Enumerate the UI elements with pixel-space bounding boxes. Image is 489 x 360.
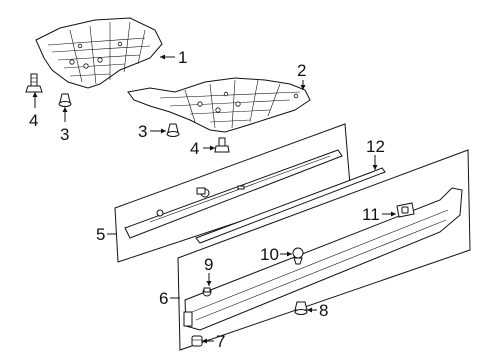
callout-3-right: 3: [138, 122, 147, 141]
front-under-cover: [35, 17, 163, 89]
callout-8: 8: [319, 301, 328, 320]
clip-9: [202, 287, 212, 297]
callout-1: 1: [178, 48, 187, 67]
callout-6: 6: [159, 289, 168, 308]
trim-strip-12: [195, 167, 386, 244]
bolt-4-right: [214, 137, 230, 153]
callout-9: 9: [204, 255, 213, 274]
side-sill-group-6: [177, 149, 471, 351]
callout-4-right: 4: [190, 139, 199, 158]
leader-lines: [32, 54, 396, 344]
callout-12: 12: [366, 137, 385, 156]
bolt-4-left: [25, 73, 43, 93]
clip-3-left: [58, 93, 72, 107]
molding-group-5: [114, 123, 351, 263]
callout-2: 2: [297, 61, 306, 80]
callout-10: 10: [260, 245, 279, 264]
emblem-11: [396, 202, 415, 218]
grommet-7: [191, 335, 203, 347]
callout-5: 5: [96, 225, 105, 244]
nut-8: [294, 301, 308, 315]
callout-7: 7: [216, 332, 225, 351]
rear-under-cover: [127, 77, 311, 133]
callout-11: 11: [362, 205, 380, 224]
callout-4-left: 4: [29, 111, 38, 130]
clip-10: [292, 247, 304, 265]
callout-3-left: 3: [60, 125, 69, 144]
clip-3-right: [166, 123, 180, 137]
